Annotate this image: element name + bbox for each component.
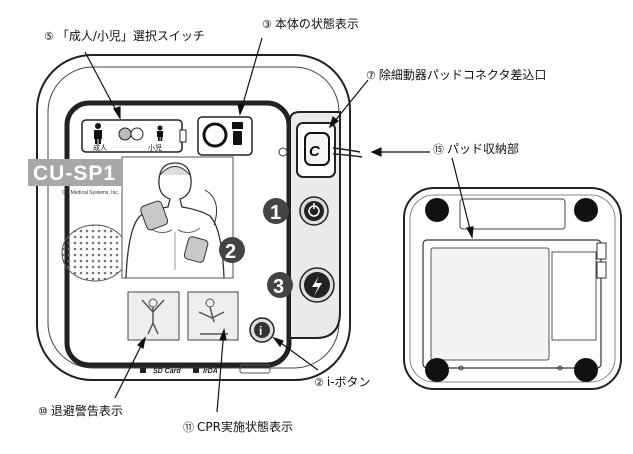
model-logo: CU-SP1 CU Medical Systems, Inc.	[28, 159, 121, 196]
svg-text:i: i	[259, 324, 262, 338]
svg-text:2: 2	[225, 241, 236, 263]
model-name: CU-SP1	[33, 162, 116, 185]
step-3-badge: 3	[267, 272, 293, 298]
callout-adult-child-switch: ⑤「成人/小児」選択スイッチ	[44, 29, 205, 43]
cpr-status-indicator	[187, 291, 239, 341]
device-back	[403, 187, 622, 390]
pad-connector-socket[interactable]: C	[278, 122, 363, 178]
speaker-grille	[61, 224, 129, 282]
stand-clear-indicator	[127, 291, 180, 341]
svg-text:C: C	[309, 143, 321, 160]
step-2-badge: 2	[219, 237, 245, 263]
i-button[interactable]: i	[249, 317, 275, 343]
adult-child-switch[interactable]: 成人 小児	[81, 119, 187, 153]
step-1-badge: 1	[263, 198, 289, 224]
status-indicator	[197, 116, 253, 156]
sd-card-label: SD Card	[153, 368, 181, 375]
svg-text:1: 1	[270, 202, 281, 224]
irda-label: IrDA	[203, 368, 218, 375]
power-button[interactable]	[299, 196, 329, 226]
adult-label: 成人	[93, 143, 107, 152]
child-label: 小児	[148, 143, 162, 152]
leader-lines	[84, 37, 474, 413]
svg-text:3: 3	[273, 276, 284, 298]
device-front: 成人 小児 CU-SP1 CU Medical Systems, Inc.	[28, 54, 363, 381]
electrode-placement-illustration	[121, 156, 234, 279]
maker-name: CU Medical Systems, Inc.	[62, 190, 119, 196]
shock-button[interactable]	[299, 267, 335, 303]
